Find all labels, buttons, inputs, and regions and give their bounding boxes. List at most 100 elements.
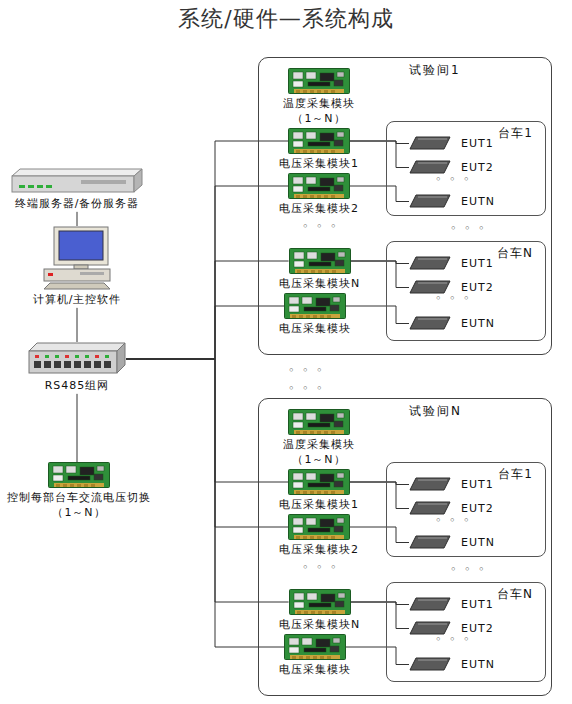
device-icon [409,597,451,612]
pcb-chip [293,132,303,139]
pcb-pin [325,611,329,614]
device-body [410,478,450,490]
device-edge [418,600,447,601]
pcb-chip [335,260,344,266]
pcb-chip [309,262,331,266]
server-icon [11,168,143,194]
device-label: EUTN [461,317,495,330]
pcb-chip [294,602,304,608]
pcb-pin [310,536,314,539]
server-top [12,169,142,176]
pcb-chip [337,177,344,182]
pcb-chip [293,518,303,525]
device-icon [409,477,451,492]
pcb-chip [337,72,344,77]
pcb-board [289,410,350,435]
pcb-chip [338,252,345,257]
device-icon [409,194,451,209]
device-body [410,317,450,329]
circuit-board-icon [284,293,346,319]
circuit-board-icon [288,409,350,435]
pcb-pin [325,270,329,273]
server-led [28,185,34,188]
connector-line [126,359,289,602]
computer-node: 计算机/主控软件 [33,226,122,308]
pcb-chip [293,473,303,480]
pcb-chip [333,297,340,302]
device-body [410,502,450,514]
pcb-chip [294,593,304,600]
acquisition-module-node: 电压采集模块 [279,293,351,337]
node-caption: 温度采集模块 （1～N） [279,97,359,127]
pcb-pin [331,195,335,198]
circuit-board-icon [48,462,110,488]
pcb-chip [337,413,344,418]
device-edge [418,197,447,198]
pcb-chip [316,298,330,306]
pcb-chip [320,178,334,186]
pcb-chip [338,593,345,598]
eut-device-node: EUT1 [409,256,494,271]
pcb-chip [294,252,304,259]
pcb-pin [299,656,303,659]
server-icon-node: 终端服务器/备份服务器 [11,168,143,212]
cart-title: 台车N [497,245,533,262]
pcb-chip [293,527,303,533]
pcb-chip [293,422,303,428]
server-led [37,185,43,188]
pcb-pin [317,491,321,494]
pcb-pin [311,270,315,273]
cart-box: 台车1EUT1EUT2EUTN [386,121,546,216]
eut-device-node: EUT2 [409,501,494,516]
cart-box: 台车1EUT1EUT2EUTN [386,462,546,557]
ellipsis-mark: ◦ ◦ ◦ [302,220,338,233]
pcb-pin [310,195,314,198]
switch-port [34,361,41,368]
ellipsis-mark: ◦ ◦ ◦ [288,382,324,395]
pcb-chip [333,638,340,643]
pcb-chip [306,413,316,420]
pcb-pin [331,536,335,539]
ellipsis-mark: ◦ ◦ ◦ [450,222,486,235]
connector-line [77,212,78,226]
connector-line [77,394,78,462]
device-edge [418,660,447,661]
server-side [134,169,142,192]
pcb-chip [306,473,316,480]
pcb-chip [320,133,334,141]
pcb-chip [330,646,339,652]
circuit-board-icon [289,248,351,274]
node-caption: 温度采集模块 （1～N） [279,438,359,468]
pcb-pin [296,195,300,198]
pcb-chip [306,518,316,525]
pcb-pin [331,491,335,494]
pcb-pin [327,315,331,318]
pcb-chip [308,423,330,427]
eut-device-node: EUTN [409,535,495,550]
acquisition-module-node: 电压采集模块1 [279,469,359,513]
pcb-pin [310,431,314,434]
circuit-board-icon [288,68,350,94]
connector-line [126,141,288,359]
device-edge [418,504,447,505]
cart-title: 台车1 [498,466,533,483]
pcb-pin [303,90,307,93]
pcb-chip [321,253,335,261]
pcb-chip [293,141,303,147]
pcb-board [289,590,350,615]
eut-device-node: EUTN [409,657,495,672]
pcb-chip [306,132,316,139]
pcb-pin [296,90,300,93]
pcb-pin [331,431,335,434]
switch-port [74,361,81,368]
device-icon [409,160,451,175]
device-icon [409,136,451,151]
switch-led [75,355,79,358]
switch-port [44,361,51,368]
pcb-pin [296,431,300,434]
pcb-pin [310,90,314,93]
pcb-chip [334,421,343,427]
cart-box: 台车NEUT1EUT2EUTN [386,241,546,341]
device-label: EUT1 [461,257,494,270]
switch-top [29,343,125,351]
